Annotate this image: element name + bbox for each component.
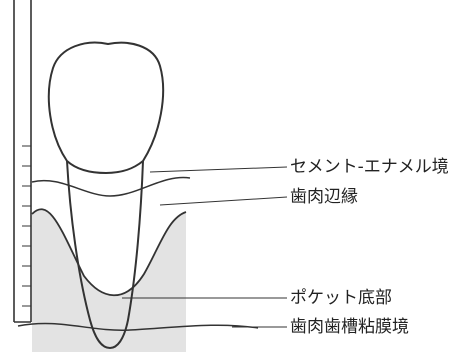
- gingival-margin-label: 歯肉辺縁: [290, 187, 358, 207]
- gingival-margin-line: [31, 208, 187, 297]
- gingiva-region: [32, 209, 186, 352]
- leader-line-gingival-margin: [159, 196, 288, 206]
- tooth-root: [66, 160, 144, 350]
- pocket-base-label: ポケット底部: [290, 288, 392, 308]
- tooth-crown: [47, 41, 165, 175]
- leader-line-cej: [149, 166, 288, 173]
- mucogingival-junction-line: [17, 322, 259, 331]
- cej-line: [31, 176, 191, 197]
- periodontal-probe: [13, 0, 32, 323]
- mucogingival-junction-label: 歯肉歯槽粘膜境: [290, 317, 409, 337]
- cej-label: セメント-エナメル境: [290, 157, 449, 177]
